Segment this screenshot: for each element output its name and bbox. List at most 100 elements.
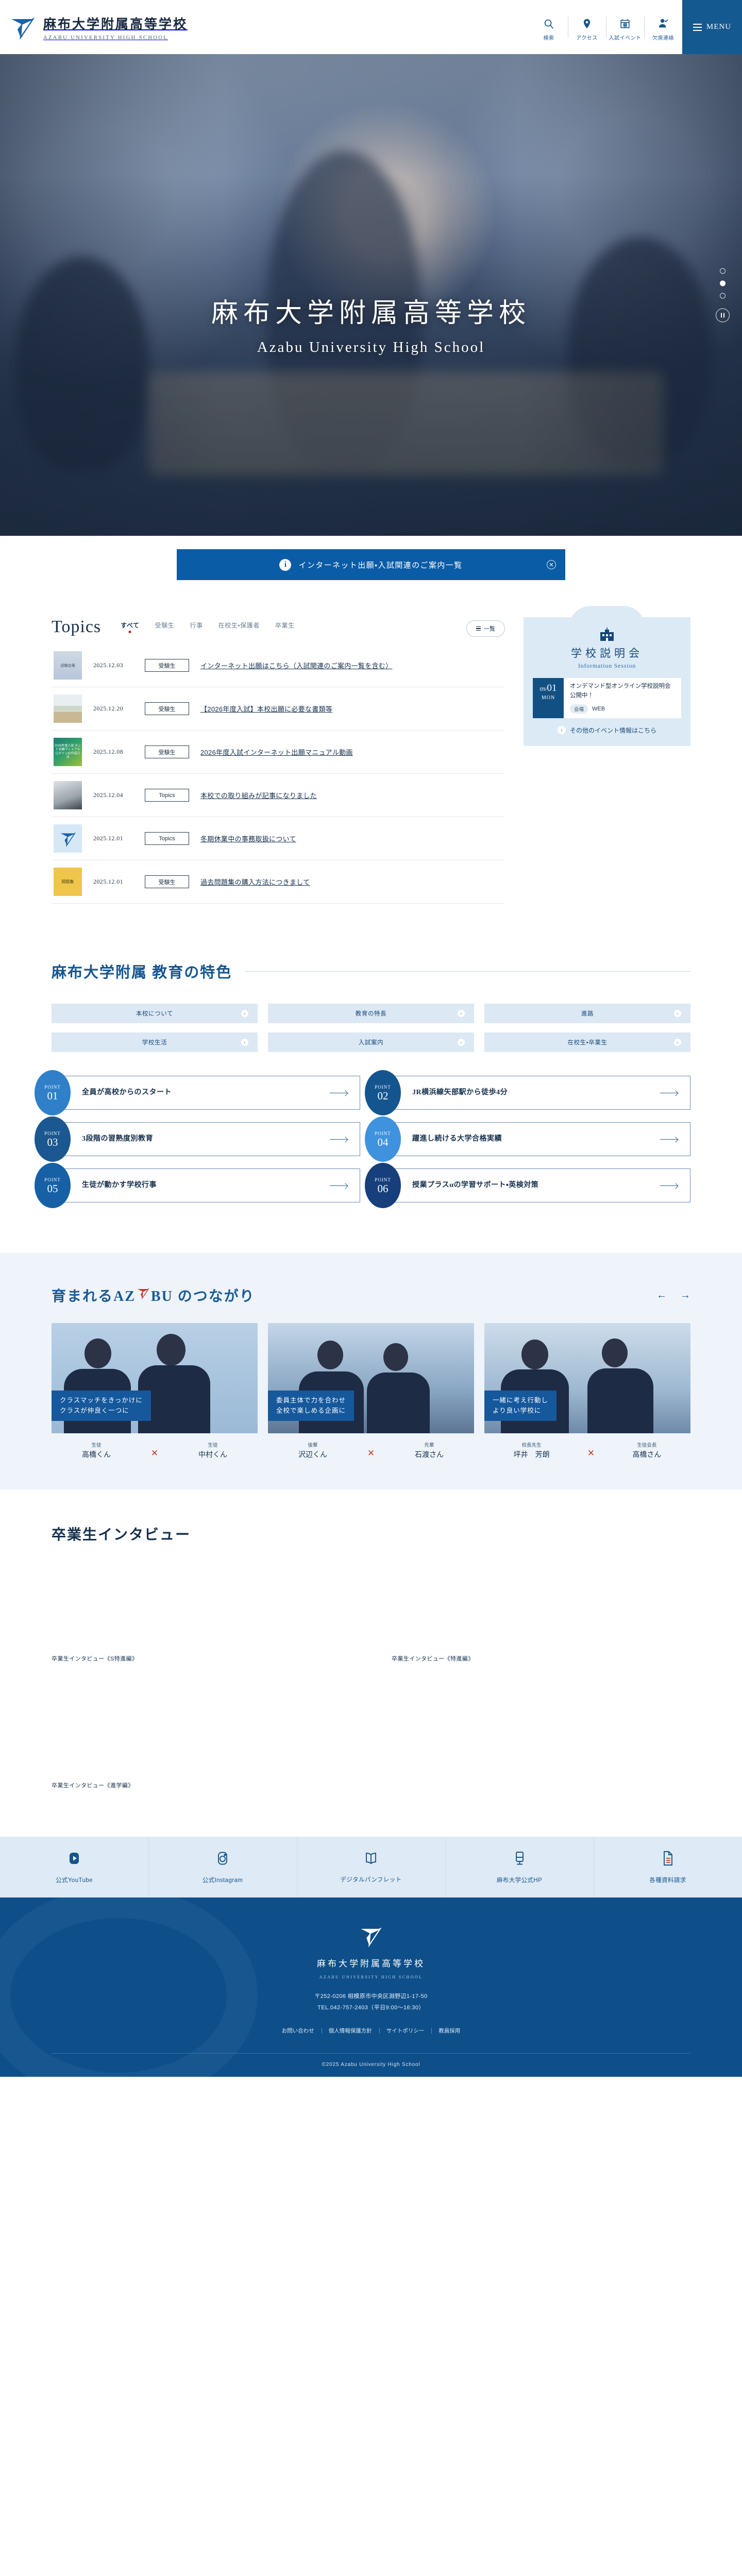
quick-link-youtube-label: 公式YouTube [56, 1877, 93, 1884]
topic-category: Topics [145, 789, 189, 802]
hero-dot-3[interactable] [720, 293, 726, 298]
utility-absence[interactable]: 欠席連絡 [644, 0, 682, 54]
topics-tab-all[interactable]: すべて [121, 621, 139, 633]
info-icon: i [279, 558, 292, 571]
azabu-card-caption: クラスマッチをきっかけに クラスが仲良く一つに [52, 1390, 151, 1421]
point-card-04[interactable]: POINT 04 躍進し続ける大学合格実績 [365, 1116, 690, 1162]
person-role: 生徒 [91, 1443, 102, 1448]
point-badge: POINT 04 [365, 1116, 401, 1162]
hero-dot-1[interactable] [720, 268, 726, 274]
person-name: 高橋くん [81, 1451, 111, 1459]
alumni-title: 卒業生インタビュー [52, 1527, 191, 1543]
feature-link-admissions[interactable]: 入試案内 › [268, 1032, 474, 1052]
close-icon[interactable]: ✕ [547, 560, 556, 569]
carousel-prev-button[interactable]: ← [656, 1289, 667, 1301]
topics-tab-examinee[interactable]: 受験生 [155, 622, 175, 629]
feature-link-career[interactable]: 進路 › [484, 1004, 690, 1023]
topic-title[interactable]: インターネット出願はこちら（入試関連のご案内一覧を含む） [200, 662, 393, 670]
point-text: 全員が高校からのスタート [82, 1088, 172, 1096]
feature-link-school-life[interactable]: 学校生活 › [52, 1032, 258, 1052]
feature-link-about[interactable]: 本校について › [52, 1004, 258, 1023]
alumni-item-2[interactable]: 卒業生インタビュー《特進編》 [392, 1572, 690, 1663]
more-events-link[interactable]: › その他のイベント情報はこちら [533, 726, 681, 735]
table-row[interactable]: 2025.12.04 Topics 本校での取り組みが記事になりました [52, 774, 505, 817]
site-logo[interactable]: 麻布大学附属高等学校 AZABU UNIVERSITY HIGH SCHOOL [0, 14, 188, 41]
point-text: 躍進し続ける大学合格実績 [412, 1134, 502, 1143]
table-row[interactable]: 2025.12.20 受験生 【2026年度入試】本校出願に必要な書類等 [52, 687, 505, 731]
hero-title-en: Azabu University High School [257, 339, 485, 355]
topics-view-all-button[interactable]: 一覧 [466, 620, 505, 637]
point-card-01[interactable]: POINT 01 全員が高校からのスタート [35, 1070, 360, 1115]
azabu-card-1[interactable]: クラスマッチをきっかけに クラスが仲良く一つに [52, 1323, 258, 1433]
azabu-card-3[interactable]: 一緒に考え行動し より良い学校に [484, 1323, 690, 1433]
azabu-mark-icon [359, 1924, 383, 1951]
person-role: 校長先生 [521, 1443, 542, 1448]
topics-tab-graduates[interactable]: 卒業生 [275, 622, 295, 629]
azabu-card-2[interactable]: 委員主体で力を合わせ 全校で楽しめる企画に [268, 1323, 474, 1433]
point-card-03[interactable]: POINT 03 3段階の習熟度別教育 [35, 1116, 360, 1162]
point-number: 03 [47, 1136, 58, 1148]
alumni-item-3[interactable]: 卒業生インタビュー《進学編》 [52, 1699, 350, 1789]
quick-link-youtube[interactable]: 公式YouTube [0, 1837, 148, 1897]
school-building-icon [533, 628, 681, 642]
footer-link-policy[interactable]: サイトポリシー [379, 2027, 432, 2035]
point-card-02[interactable]: POINT 02 JR横浜線矢部駅から徒歩4分 [365, 1070, 690, 1115]
event-dow: MON [541, 695, 555, 701]
alumni-caption: 卒業生インタビュー《進学編》 [52, 1783, 134, 1789]
brand-name-en: AZABU UNIVERSITY HIGH SCHOOL [43, 35, 168, 41]
carousel-next-button[interactable]: → [680, 1289, 690, 1301]
topic-category: 受験生 [145, 745, 189, 758]
footer-link-contact[interactable]: お問い合わせ [281, 2028, 314, 2034]
feature-link-about-label: 本校について [136, 1011, 174, 1017]
person-role: 生徒会長 [637, 1443, 657, 1448]
footer-link-privacy[interactable]: 個人情報保護方針 [321, 2027, 379, 2035]
table-row[interactable]: 2025.12.01 Topics 冬期休業中の事務取扱について [52, 817, 505, 860]
feature-link-students-graduates[interactable]: 在校生・卒業生 › [484, 1032, 690, 1052]
topic-title[interactable]: 本校での取り組みが記事になりました [200, 792, 317, 800]
topics-tab-events[interactable]: 行事 [190, 622, 203, 629]
hero-slider-controls[interactable] [716, 268, 730, 322]
topic-title[interactable]: 【2026年度入試】本校出願に必要な書類等 [200, 705, 333, 713]
quick-link-materials-request[interactable]: 各種資料請求 [594, 1837, 742, 1897]
footer-logo[interactable]: 麻布大学附属高等学校 AZABU UNIVERSITY HIGH SCHOOL [52, 1924, 690, 1979]
hero-dot-2[interactable] [720, 280, 726, 286]
topic-thumbnail: 問題集 [54, 868, 82, 896]
topic-category: 受験生 [145, 875, 189, 888]
person-role: 先輩 [424, 1443, 434, 1448]
utility-search[interactable]: 検索 [530, 0, 568, 54]
utility-exam-event[interactable]: 入試イベント [606, 0, 644, 54]
quick-link-instagram[interactable]: 公式Instagram [148, 1837, 297, 1897]
azabu-card-3-names: 校長先生 坪井 芳朗 ✕ 生徒会長 高橋さん [484, 1433, 690, 1460]
feature-link-education[interactable]: 教育の特長 › [268, 1004, 474, 1023]
table-row[interactable]: 試験会場 2025.12.03 受験生 インターネット出願はこちら（入試関連のご… [52, 644, 505, 687]
cross-icon: ✕ [367, 1448, 375, 1458]
notice-bar-wrap: i インターネット出願・入試関連のご案内一覧 ✕ [0, 536, 742, 580]
topic-title[interactable]: 2026年度入試インターネット出願マニュアル動画 [200, 749, 353, 756]
topic-date: 2025.12.01 [93, 835, 123, 842]
topics-tab-students[interactable]: 在校生・保護者 [218, 622, 260, 629]
site-footer: 麻布大学附属高等学校 AZABU UNIVERSITY HIGH SCHOOL … [0, 1897, 742, 2077]
utility-access[interactable]: アクセス [568, 0, 606, 54]
notice-bar[interactable]: i インターネット出願・入試関連のご案内一覧 ✕ [177, 549, 565, 580]
alumni-item-1[interactable]: 卒業生インタビュー《S特進編》 [52, 1572, 350, 1663]
hero-pause-button[interactable] [716, 308, 730, 322]
topic-title[interactable]: 過去問題集の購入方法につきまして [200, 878, 310, 886]
topic-category: 受験生 [145, 659, 189, 672]
footer-copyright: ©2025 Azabu University High School [52, 2053, 690, 2077]
alumni-thumbnail [52, 1572, 350, 1649]
event-card[interactable]: 09/01 MON オンデマンド型オンライン学校説明会 公開中！ 会場 WEB [533, 678, 681, 718]
quick-link-university-hp[interactable]: 麻布大学公式HP [445, 1837, 594, 1897]
chevron-right-icon: › [674, 1039, 681, 1046]
topic-title[interactable]: 冬期休業中の事務取扱について [200, 835, 296, 843]
point-card-05[interactable]: POINT 05 生徒が動かす学校行事 [35, 1163, 360, 1208]
topic-thumbnail [54, 694, 82, 723]
table-row[interactable]: 問題集 2025.12.01 受験生 過去問題集の購入方法につきまして [52, 860, 505, 904]
menu-button[interactable]: MENU [682, 0, 742, 54]
quick-link-digital-pamphlet[interactable]: デジタルパンフレット [297, 1837, 445, 1897]
point-card-06[interactable]: POINT 06 授業プラスαの学習サポート・英検対策 [365, 1163, 690, 1208]
chevron-right-icon: › [241, 1010, 248, 1017]
features-nav-grid: 本校について › 教育の特長 › 進路 › 学校生活 › 入試案内 › 在校生・… [52, 1004, 690, 1052]
topics-tabs: すべて 受験生 行事 在校生・保護者 卒業生 [121, 621, 295, 637]
table-row[interactable]: 2026年度入試 ネット出願マニュアル ログインID作成方法 2025.12.0… [52, 731, 505, 774]
footer-link-teacher-recruit[interactable]: 教員採用 [431, 2027, 467, 2035]
